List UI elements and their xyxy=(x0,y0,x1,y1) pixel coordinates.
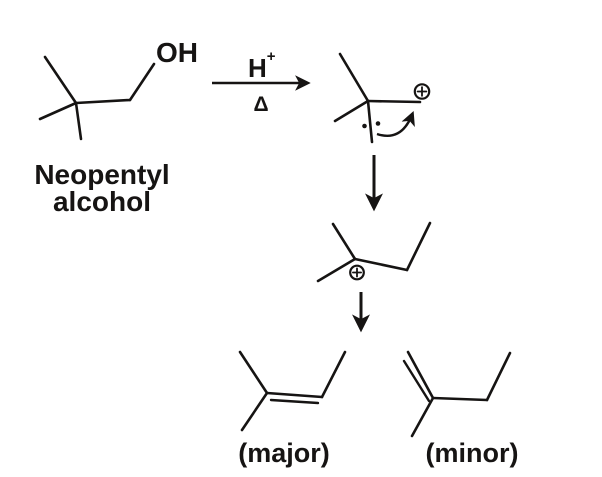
bond xyxy=(43,55,78,105)
bond xyxy=(366,99,422,104)
electron-dot xyxy=(375,121,381,126)
bond xyxy=(320,350,347,399)
methyl-shift-curved-arrow xyxy=(376,110,415,138)
charge-circle xyxy=(413,83,431,100)
plus-charge-icon xyxy=(413,83,431,100)
charge-circle xyxy=(349,264,365,281)
reactant-name-line1: Neopentyl xyxy=(34,159,169,190)
electron-pair-dots xyxy=(362,121,381,129)
hydroxyl-label: OH xyxy=(156,37,198,68)
bond xyxy=(410,396,435,438)
bond xyxy=(405,221,432,272)
neopentyl-alcohol-structure: OH Neopentyl alcohol xyxy=(34,37,198,217)
bond xyxy=(331,222,357,261)
bond xyxy=(238,350,269,395)
electron-dot xyxy=(362,123,367,129)
bond xyxy=(74,101,83,141)
tert-carbocation-structure xyxy=(316,221,432,283)
major-product-label: (major) xyxy=(238,438,330,468)
double-bond-line xyxy=(406,350,435,400)
bond xyxy=(485,351,512,402)
heat-delta-label: Δ xyxy=(253,93,268,116)
bond xyxy=(353,257,409,272)
plus-charge-icon xyxy=(349,264,365,281)
double-bond-line xyxy=(402,359,431,403)
bond xyxy=(338,52,370,103)
reagent-charge-superscript: + xyxy=(267,48,276,65)
bond xyxy=(128,62,156,102)
reaction-arrow: H+ Δ xyxy=(212,48,311,116)
bond xyxy=(333,99,370,123)
bond xyxy=(316,257,357,283)
minor-product-structure: (minor) xyxy=(402,350,519,468)
bond xyxy=(74,98,132,105)
double-bond-line xyxy=(269,398,320,405)
reagent-label: H+ xyxy=(248,48,276,83)
minor-product-label: (minor) xyxy=(426,438,519,468)
neopentyl-cation-structure xyxy=(333,52,431,144)
bond xyxy=(240,391,269,432)
reagent-symbol: H xyxy=(248,53,267,83)
bond xyxy=(431,396,489,402)
double-bond-line xyxy=(265,391,324,399)
bond xyxy=(366,99,374,144)
bond xyxy=(38,101,78,121)
major-product-structure: (major) xyxy=(238,350,347,468)
reactant-name-line2: alcohol xyxy=(53,186,151,217)
